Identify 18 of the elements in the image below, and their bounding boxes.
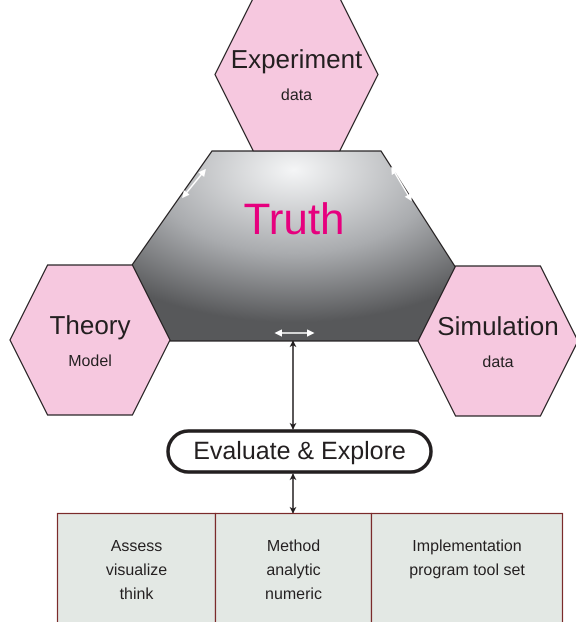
double-arrow [290,340,296,430]
cell-text: Implementation program tool set [408,537,526,581]
node-title: Theory [50,310,130,340]
node-title: Simulation [437,310,559,342]
title-text: Truth [243,195,345,245]
node-subtitle: data [280,87,312,105]
hexagon-node [10,265,170,415]
hexagon-node [418,266,576,416]
node-subtitle: Model [68,352,112,370]
cell-text: Method analytic numeric [264,537,323,605]
node-label: Evaluate & Explore [193,437,406,466]
table-cell-box [215,513,372,622]
double-arrow [290,473,296,514]
table-cell-box [371,513,563,622]
node-title: Experiment [230,44,362,75]
cell-text: Assess visualize think [104,537,168,605]
table-cell-box [57,513,216,622]
node-subtitle: data [482,354,514,372]
